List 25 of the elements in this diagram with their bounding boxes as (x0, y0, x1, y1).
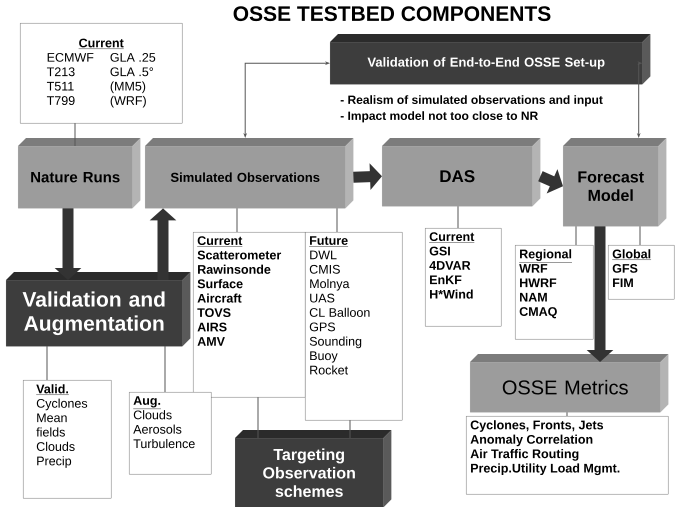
connector-line (236, 208, 238, 232)
validation-box: Validation of End-to-End OSSE Set-up (330, 34, 650, 84)
validation-box: Validation and Augmentation (6, 272, 190, 346)
list-box: Cyclones, Fronts, Jets Anomaly Correlation Air Traffic Routing Precip.Utility Load Mgmt. (466, 416, 668, 494)
connector-line (336, 208, 338, 232)
targeting-box: Targeting Observation schemes (235, 430, 392, 507)
list-box: Future DWL CMIS Molnya UAS CL Balloon GPS Sounding Buoy Rocket (305, 232, 402, 420)
process-box: Forecast Model (563, 138, 666, 226)
process-box: Nature Runs (18, 138, 140, 208)
list-box: Valid. Cyclones Mean fields Clouds Precip (23, 380, 112, 498)
process-box: Simulated Observations (145, 138, 354, 208)
connector-line (566, 412, 568, 416)
model-list-box: Current ECMWF GLA .25 T213 GLA .5° T511 (MM5) T799 (WRF) (20, 23, 182, 124)
title: OSSE TESTBED COMPONENTS (234, 6, 550, 22)
list-box: Global GFS FIM (608, 245, 674, 300)
process-box: OSSE Metrics (470, 354, 668, 412)
list-box: Aug. Clouds Aerosols Turbulence (129, 392, 212, 474)
note: - Impact model not too close to NR (340, 111, 538, 122)
list-box: Current GSI 4DVAR EnKF H*Wind (425, 228, 502, 326)
connector-line (164, 346, 166, 392)
list-box: Regional WRF HWRF NAM CMAQ (515, 245, 594, 340)
list-box: Current Scatterometer Rawinsonde Surface Aircraft TOVS AIRS AMV (193, 232, 306, 398)
connector-line (46, 346, 48, 380)
connector-line (74, 122, 76, 146)
process-box: DAS (382, 138, 540, 206)
